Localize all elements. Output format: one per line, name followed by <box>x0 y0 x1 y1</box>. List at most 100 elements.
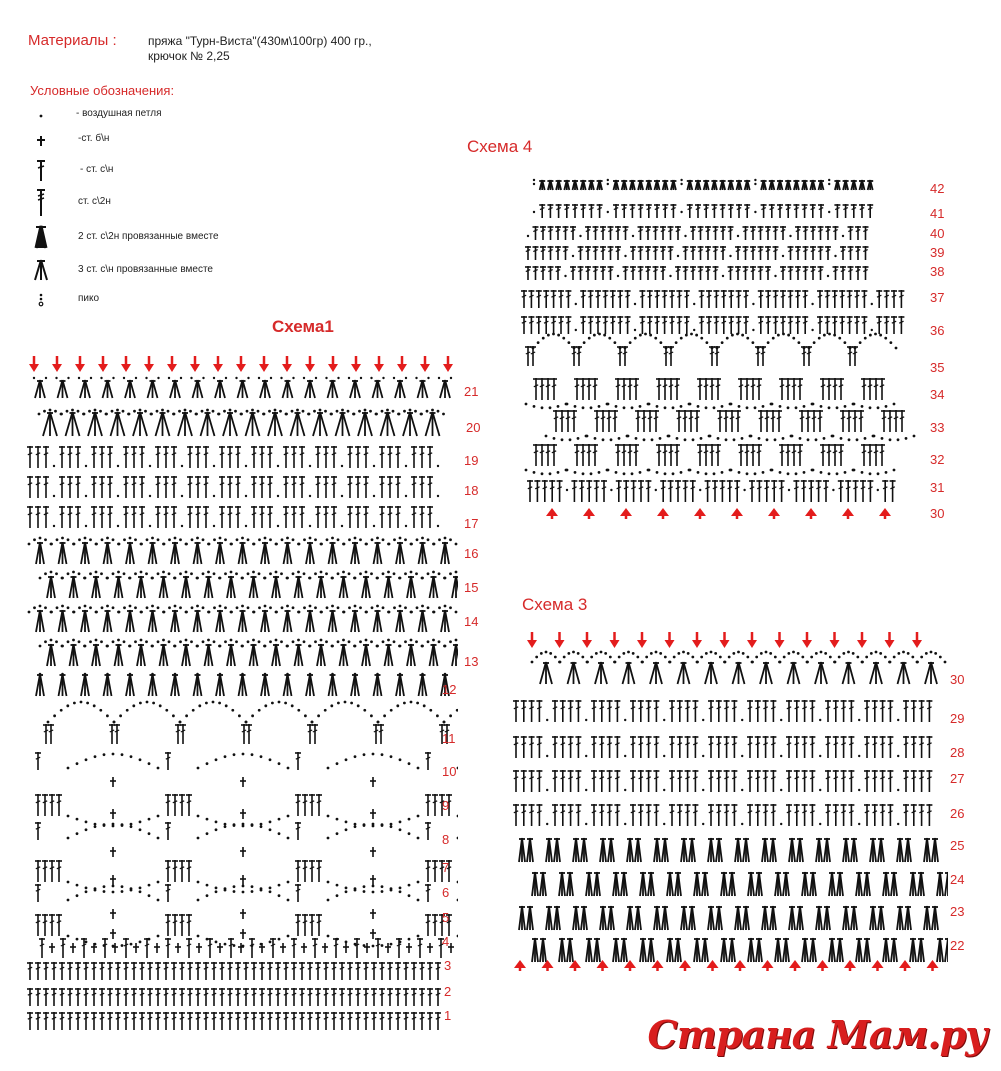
chain-dot <box>371 538 374 541</box>
dc-stitch <box>432 860 438 882</box>
dc-stitch <box>417 938 423 958</box>
dc-stitch <box>773 290 779 308</box>
sc-stitch <box>240 909 246 919</box>
cluster-stitch <box>238 380 248 398</box>
chain-dot <box>50 543 53 546</box>
dc-stitch <box>521 736 527 758</box>
dc-stitch <box>588 290 594 308</box>
dc-stitch <box>788 266 794 280</box>
chain-dot <box>819 719 821 721</box>
chain-dot <box>393 377 395 379</box>
red-arrow-down <box>75 356 85 372</box>
dc-stitch <box>645 246 651 260</box>
chain-dot <box>552 333 555 336</box>
row-number: 36 <box>930 323 944 338</box>
row-number: 29 <box>950 711 964 726</box>
row-number: 3 <box>444 958 451 973</box>
cluster-stitch <box>556 180 562 190</box>
dc-stitch <box>427 962 433 980</box>
chain-dot <box>843 341 846 344</box>
dc-stitch <box>227 476 233 498</box>
chain-dot <box>541 406 544 409</box>
cluster-stitch <box>670 180 676 190</box>
chain-dot <box>326 538 329 541</box>
chain-dot <box>287 767 290 770</box>
cluster-stitch <box>329 610 337 632</box>
chain-dot <box>417 767 420 770</box>
chain-dot <box>196 537 199 540</box>
row-number: 25 <box>950 838 964 853</box>
chain-dot <box>148 818 151 821</box>
cluster-stitch <box>735 906 741 930</box>
dc-stitch <box>662 204 668 218</box>
dc-stitch <box>880 736 886 758</box>
chain-dot <box>354 887 357 890</box>
red-arrow-down <box>665 632 675 648</box>
row-number: 20 <box>466 420 480 435</box>
chain-dot <box>196 673 199 676</box>
dc-stitch <box>698 226 704 240</box>
dc-stitch <box>251 1012 257 1030</box>
red-arrow-up <box>583 508 595 519</box>
cluster-stitch <box>851 180 857 190</box>
chain-dot <box>729 255 731 257</box>
chain-dot <box>303 572 306 575</box>
chain-dot <box>585 719 587 721</box>
cluster-stitch <box>689 906 695 930</box>
dc-stitch <box>614 736 620 758</box>
chain-dot <box>421 577 424 580</box>
dc-stitch <box>35 506 41 528</box>
chain-dot <box>396 704 399 707</box>
chain-dot <box>648 403 651 406</box>
cluster-stitch <box>149 610 157 632</box>
dc-stitch <box>721 290 727 308</box>
chain-dot <box>838 656 841 659</box>
chain-dot <box>444 577 447 580</box>
chain-dot <box>754 406 757 409</box>
dc-stitch <box>283 962 289 980</box>
dc-stitch <box>708 770 714 792</box>
chain-dot <box>438 572 441 575</box>
chain-dot <box>278 938 281 941</box>
chain-dot <box>308 413 311 416</box>
chain-dot <box>117 465 119 467</box>
dc-stitch <box>187 962 193 980</box>
chain-dot <box>269 538 272 541</box>
cluster-stitch <box>597 180 603 190</box>
dc-stitch <box>674 444 680 466</box>
chain-dot <box>902 651 905 654</box>
dc-stitch <box>419 988 425 1006</box>
dc-stitch <box>616 480 622 502</box>
chain-dot <box>38 413 41 416</box>
red-arrow-down <box>167 356 177 372</box>
dc-stitch <box>155 988 161 1006</box>
chain-dot <box>163 543 166 546</box>
chain-dot <box>337 572 340 575</box>
chain-dot <box>287 837 290 840</box>
chain-dot <box>779 471 782 474</box>
red-arrow-down <box>802 632 812 648</box>
chain-dot <box>251 409 254 412</box>
chain-dot <box>90 377 92 379</box>
chain-dot <box>754 472 757 475</box>
chain-dot <box>123 606 126 609</box>
chain-dot <box>741 437 744 440</box>
chain-dot <box>95 571 98 574</box>
dc-stitch <box>147 988 153 1006</box>
chain-dot <box>39 605 42 608</box>
chain-dot <box>751 341 754 344</box>
chain-dot <box>399 605 402 608</box>
chain-dot <box>287 815 290 818</box>
dc-stitch <box>545 444 551 466</box>
chain-dot <box>337 538 340 541</box>
cluster-stitch <box>721 872 727 896</box>
chain-dot <box>702 719 704 721</box>
dc-stitch <box>568 804 574 826</box>
dc-stitch <box>435 962 441 980</box>
chain-dot <box>741 755 743 757</box>
dc-stitch <box>35 794 41 816</box>
dc-stitch <box>630 700 636 722</box>
cluster-stitch <box>137 644 145 666</box>
chain-dot <box>285 413 288 416</box>
chain-dot <box>456 709 458 712</box>
